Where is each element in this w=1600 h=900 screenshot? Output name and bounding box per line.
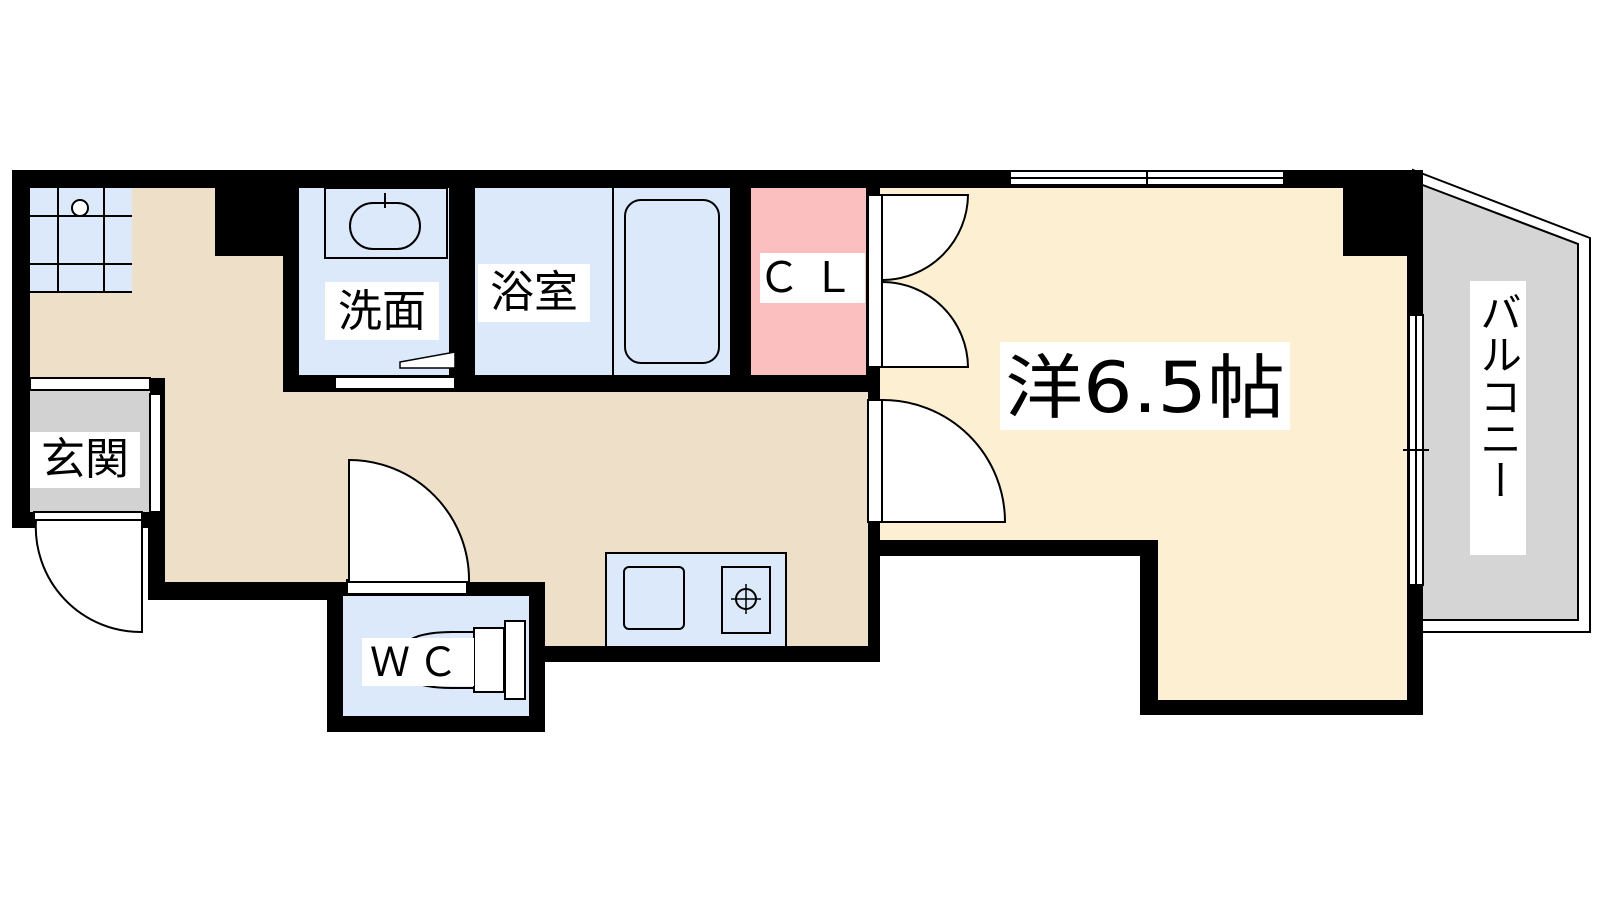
kitchen-corridor xyxy=(30,188,868,646)
drain-icon xyxy=(71,199,89,217)
washroom-window xyxy=(334,376,456,390)
washroom-label: 洗面 xyxy=(338,286,426,337)
toilet-door-swing xyxy=(348,458,471,583)
bathtub-icon xyxy=(624,199,720,364)
toilet-tank-icon xyxy=(504,620,526,700)
entrance-step xyxy=(149,393,162,513)
sink-icon xyxy=(623,566,685,630)
room-door-swing xyxy=(881,398,1007,523)
closet-door-swing-lower xyxy=(881,280,970,368)
doors xyxy=(33,194,1007,634)
western-room-label: 洋6.5帖 xyxy=(1005,347,1285,429)
washroom xyxy=(299,187,456,375)
windows xyxy=(334,170,1429,586)
toilet-label: ＷＣ xyxy=(370,640,466,686)
kitchen-counter xyxy=(605,552,787,648)
wash-basin-icon xyxy=(349,202,421,250)
labels: 洋6.5帖 バルコニー 浴室 洗面 ＣＬ 玄関 ＷＣ xyxy=(30,253,1526,686)
kitchen-corridor-floor xyxy=(30,188,868,646)
closet-door-swing-upper xyxy=(881,194,970,282)
sliding-door-icon xyxy=(399,351,456,369)
storage-unit xyxy=(30,188,132,293)
western-room xyxy=(880,188,1407,700)
closet-label: ＣＬ xyxy=(758,253,866,302)
entrance-label: 玄関 xyxy=(41,434,129,485)
bathroom-label: 浴室 xyxy=(490,267,578,318)
western-room-floor xyxy=(880,188,1407,700)
balcony-label: バルコニー xyxy=(1474,291,1523,501)
entrance-door-swing xyxy=(34,519,143,634)
